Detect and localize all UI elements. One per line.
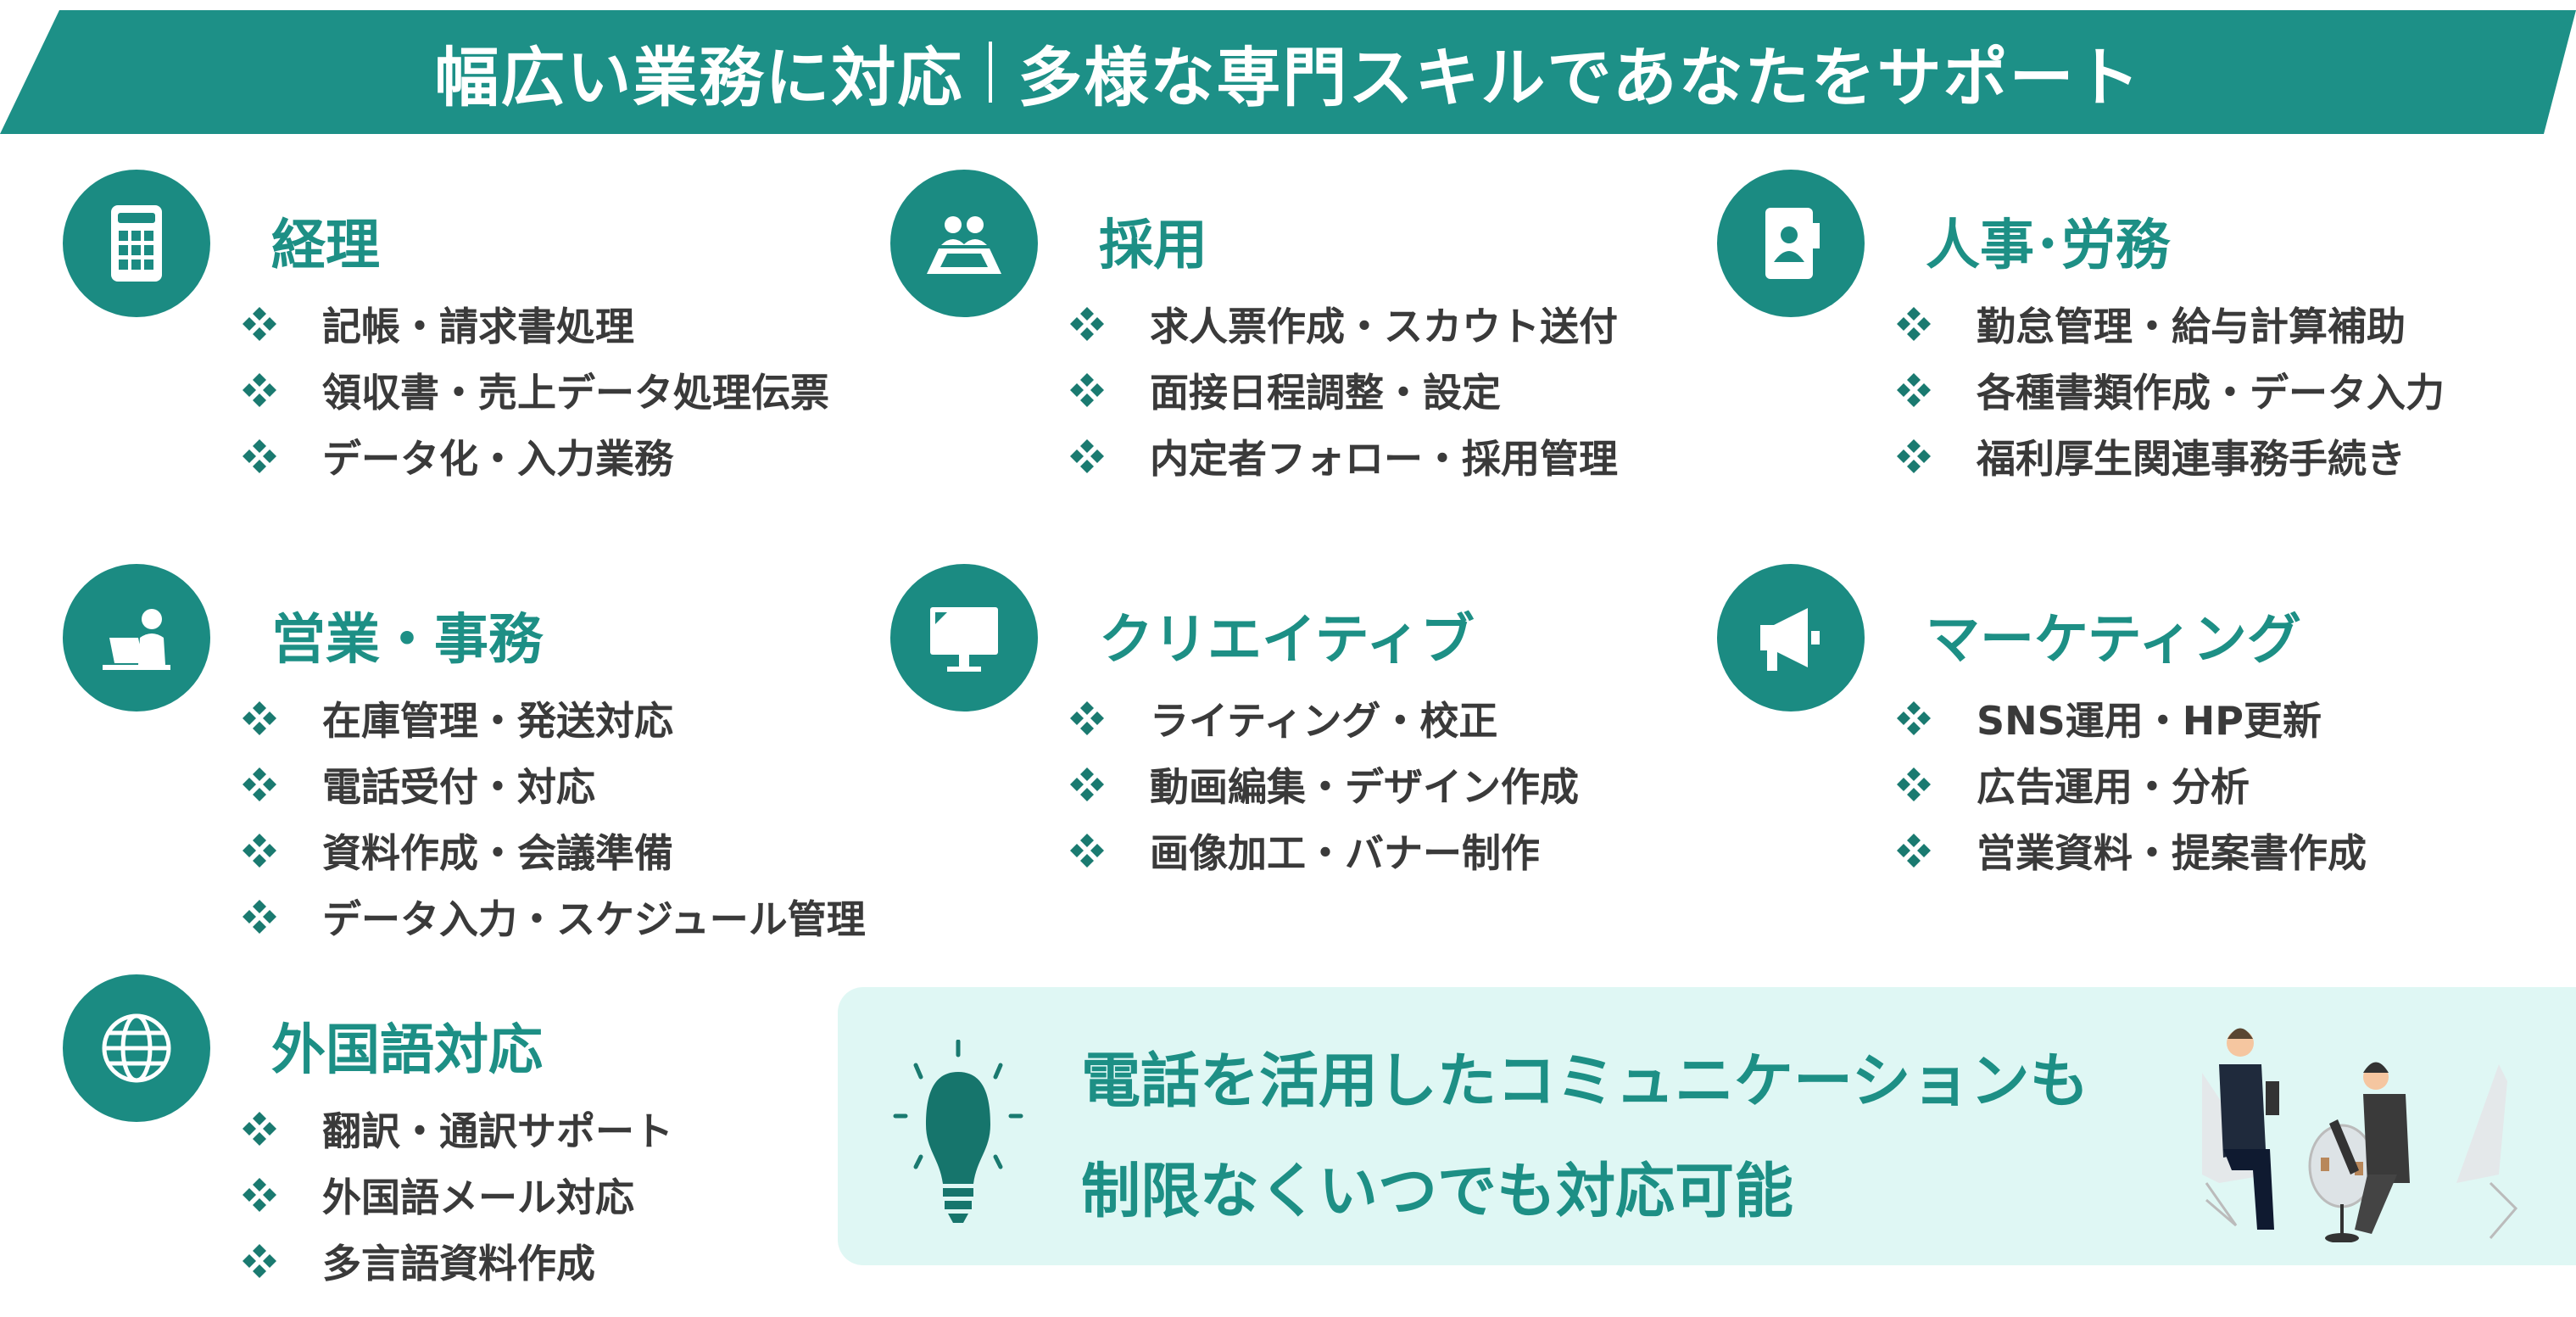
monitor-icon xyxy=(930,607,998,672)
header-banner: 幅広い業務に対応 多様な専門スキルであなたをサポート xyxy=(0,10,2576,134)
list-item: 外国語メール対応 xyxy=(241,1167,634,1223)
category-title: 経理 xyxy=(271,215,380,277)
list-item-label: 資料作成・会議準備 xyxy=(322,830,673,876)
office-worker-badge xyxy=(63,564,210,712)
list-item: 翻訳・通訳サポート xyxy=(241,1101,673,1157)
title-divider xyxy=(989,42,993,103)
list-item: 勤怠管理・給与計算補助 xyxy=(1895,296,2406,352)
list-item-label: 電話受付・対応 xyxy=(322,764,595,810)
list-item: 動画編集・デザイン作成 xyxy=(1068,756,1579,812)
diamond-bullet-icon xyxy=(1070,307,1104,341)
list-item-label: 福利厚生関連事務手続き xyxy=(1977,436,2406,482)
diamond-bullet-icon xyxy=(243,1178,276,1212)
banner-title-right: 多様な専門スキルであなたをサポート xyxy=(1018,40,2142,115)
diamond-bullet-icon xyxy=(1897,834,1931,868)
callout-line-1: 電話を活用したコミュニケーションも xyxy=(1081,1046,2089,1116)
diamond-bullet-icon xyxy=(243,439,276,473)
list-item: 領収書・売上データ処理伝票 xyxy=(241,362,829,418)
list-item-label: 内定者フォロー・採用管理 xyxy=(1150,436,1618,482)
diamond-bullet-icon xyxy=(243,767,276,801)
list-item-label: 記帳・請求書処理 xyxy=(322,304,634,349)
list-item: 福利厚生関連事務手続き xyxy=(1895,428,2406,484)
list-item: 求人票作成・スカウト送付 xyxy=(1068,296,1618,352)
list-item: 画像加工・バナー制作 xyxy=(1068,823,1540,879)
list-item-label: 各種書類作成・データ入力 xyxy=(1977,370,2445,416)
list-item-label: 多言語資料作成 xyxy=(322,1241,595,1286)
list-item: 面接日程調整・設定 xyxy=(1068,362,1501,418)
diamond-bullet-icon xyxy=(243,834,276,868)
megaphone-badge xyxy=(1717,564,1865,712)
list-item-label: 在庫管理・発送対応 xyxy=(322,698,673,744)
globe-badge xyxy=(63,974,210,1122)
megaphone-icon xyxy=(1760,608,1820,671)
diamond-bullet-icon xyxy=(1070,767,1104,801)
list-item-label: 広告運用・分析 xyxy=(1977,764,2250,810)
diamond-bullet-icon xyxy=(243,1112,276,1146)
diamond-bullet-icon xyxy=(1070,834,1104,868)
category-title: クリエイティブ xyxy=(1099,609,1475,672)
category-title: 外国語対応 xyxy=(271,1019,543,1082)
diamond-bullet-icon xyxy=(1070,701,1104,735)
list-item: SNS運用・HP更新 xyxy=(1895,690,2322,746)
category-title: 営業・事務 xyxy=(271,609,543,672)
list-item-label: 動画編集・デザイン作成 xyxy=(1150,764,1579,810)
callout-box xyxy=(838,987,2576,1265)
diamond-bullet-icon xyxy=(243,307,276,341)
list-item: 内定者フォロー・採用管理 xyxy=(1068,428,1618,484)
diamond-bullet-icon xyxy=(1070,439,1104,473)
category-title: 採用 xyxy=(1099,215,1207,277)
category-title: 人事･労務 xyxy=(1926,215,2170,277)
list-item: データ化・入力業務 xyxy=(241,428,673,484)
monitor-badge xyxy=(890,564,1038,712)
list-item-label: 勤怠管理・給与計算補助 xyxy=(1977,304,2406,349)
list-item-label: 外国語メール対応 xyxy=(322,1175,634,1220)
list-item: 電話受付・対応 xyxy=(241,756,595,812)
list-item: 広告運用・分析 xyxy=(1895,756,2250,812)
list-item-label: 領収書・売上データ処理伝票 xyxy=(322,370,829,416)
diamond-bullet-icon xyxy=(1897,307,1931,341)
list-item-label: 求人票作成・スカウト送付 xyxy=(1150,304,1618,349)
calculator-badge xyxy=(63,170,210,317)
list-item: 資料作成・会議準備 xyxy=(241,823,673,879)
list-item: 各種書類作成・データ入力 xyxy=(1895,362,2445,418)
list-item: ライティング・校正 xyxy=(1068,690,1497,746)
employee-file-badge xyxy=(1717,170,1865,317)
diamond-bullet-icon xyxy=(1897,373,1931,407)
list-item-label: 営業資料・提案書作成 xyxy=(1977,830,2367,876)
diamond-bullet-icon xyxy=(1897,439,1931,473)
list-item-label: 面接日程調整・設定 xyxy=(1150,370,1501,416)
diamond-bullet-icon xyxy=(243,1244,276,1278)
interview-icon xyxy=(927,216,1001,274)
list-item-label: SNS運用・HP更新 xyxy=(1977,698,2322,744)
list-item-label: 画像加工・バナー制作 xyxy=(1150,830,1540,876)
diamond-bullet-icon xyxy=(243,900,276,934)
office-worker-icon xyxy=(103,609,170,670)
list-item: 在庫管理・発送対応 xyxy=(241,690,673,746)
list-item-label: データ入力・スケジュール管理 xyxy=(322,896,866,942)
lightbulb-icon xyxy=(893,1040,1023,1223)
interview-badge xyxy=(890,170,1038,317)
list-item: 多言語資料作成 xyxy=(241,1233,595,1289)
list-item-label: 翻訳・通訳サポート xyxy=(322,1108,673,1154)
employee-file-icon xyxy=(1765,208,1820,279)
category-title: マーケティング xyxy=(1926,609,2301,672)
list-item-label: ライティング・校正 xyxy=(1150,698,1498,744)
list-item: 記帳・請求書処理 xyxy=(241,296,634,352)
list-item: 営業資料・提案書作成 xyxy=(1895,823,2367,879)
diamond-bullet-icon xyxy=(1897,701,1931,735)
callout-line-2: 制限なくいつでも対応可能 xyxy=(1081,1156,1793,1226)
calculator-icon xyxy=(111,205,162,282)
diamond-bullet-icon xyxy=(1897,767,1931,801)
list-item-label: データ化・入力業務 xyxy=(322,436,673,482)
banner-title-left: 幅広い業務に対応 xyxy=(434,40,964,115)
list-item: データ入力・スケジュール管理 xyxy=(241,889,866,945)
globe-icon xyxy=(102,1013,171,1083)
diamond-bullet-icon xyxy=(1070,373,1104,407)
diamond-bullet-icon xyxy=(243,701,276,735)
business-meeting-illustration xyxy=(2202,1028,2518,1242)
diamond-bullet-icon xyxy=(243,373,276,407)
